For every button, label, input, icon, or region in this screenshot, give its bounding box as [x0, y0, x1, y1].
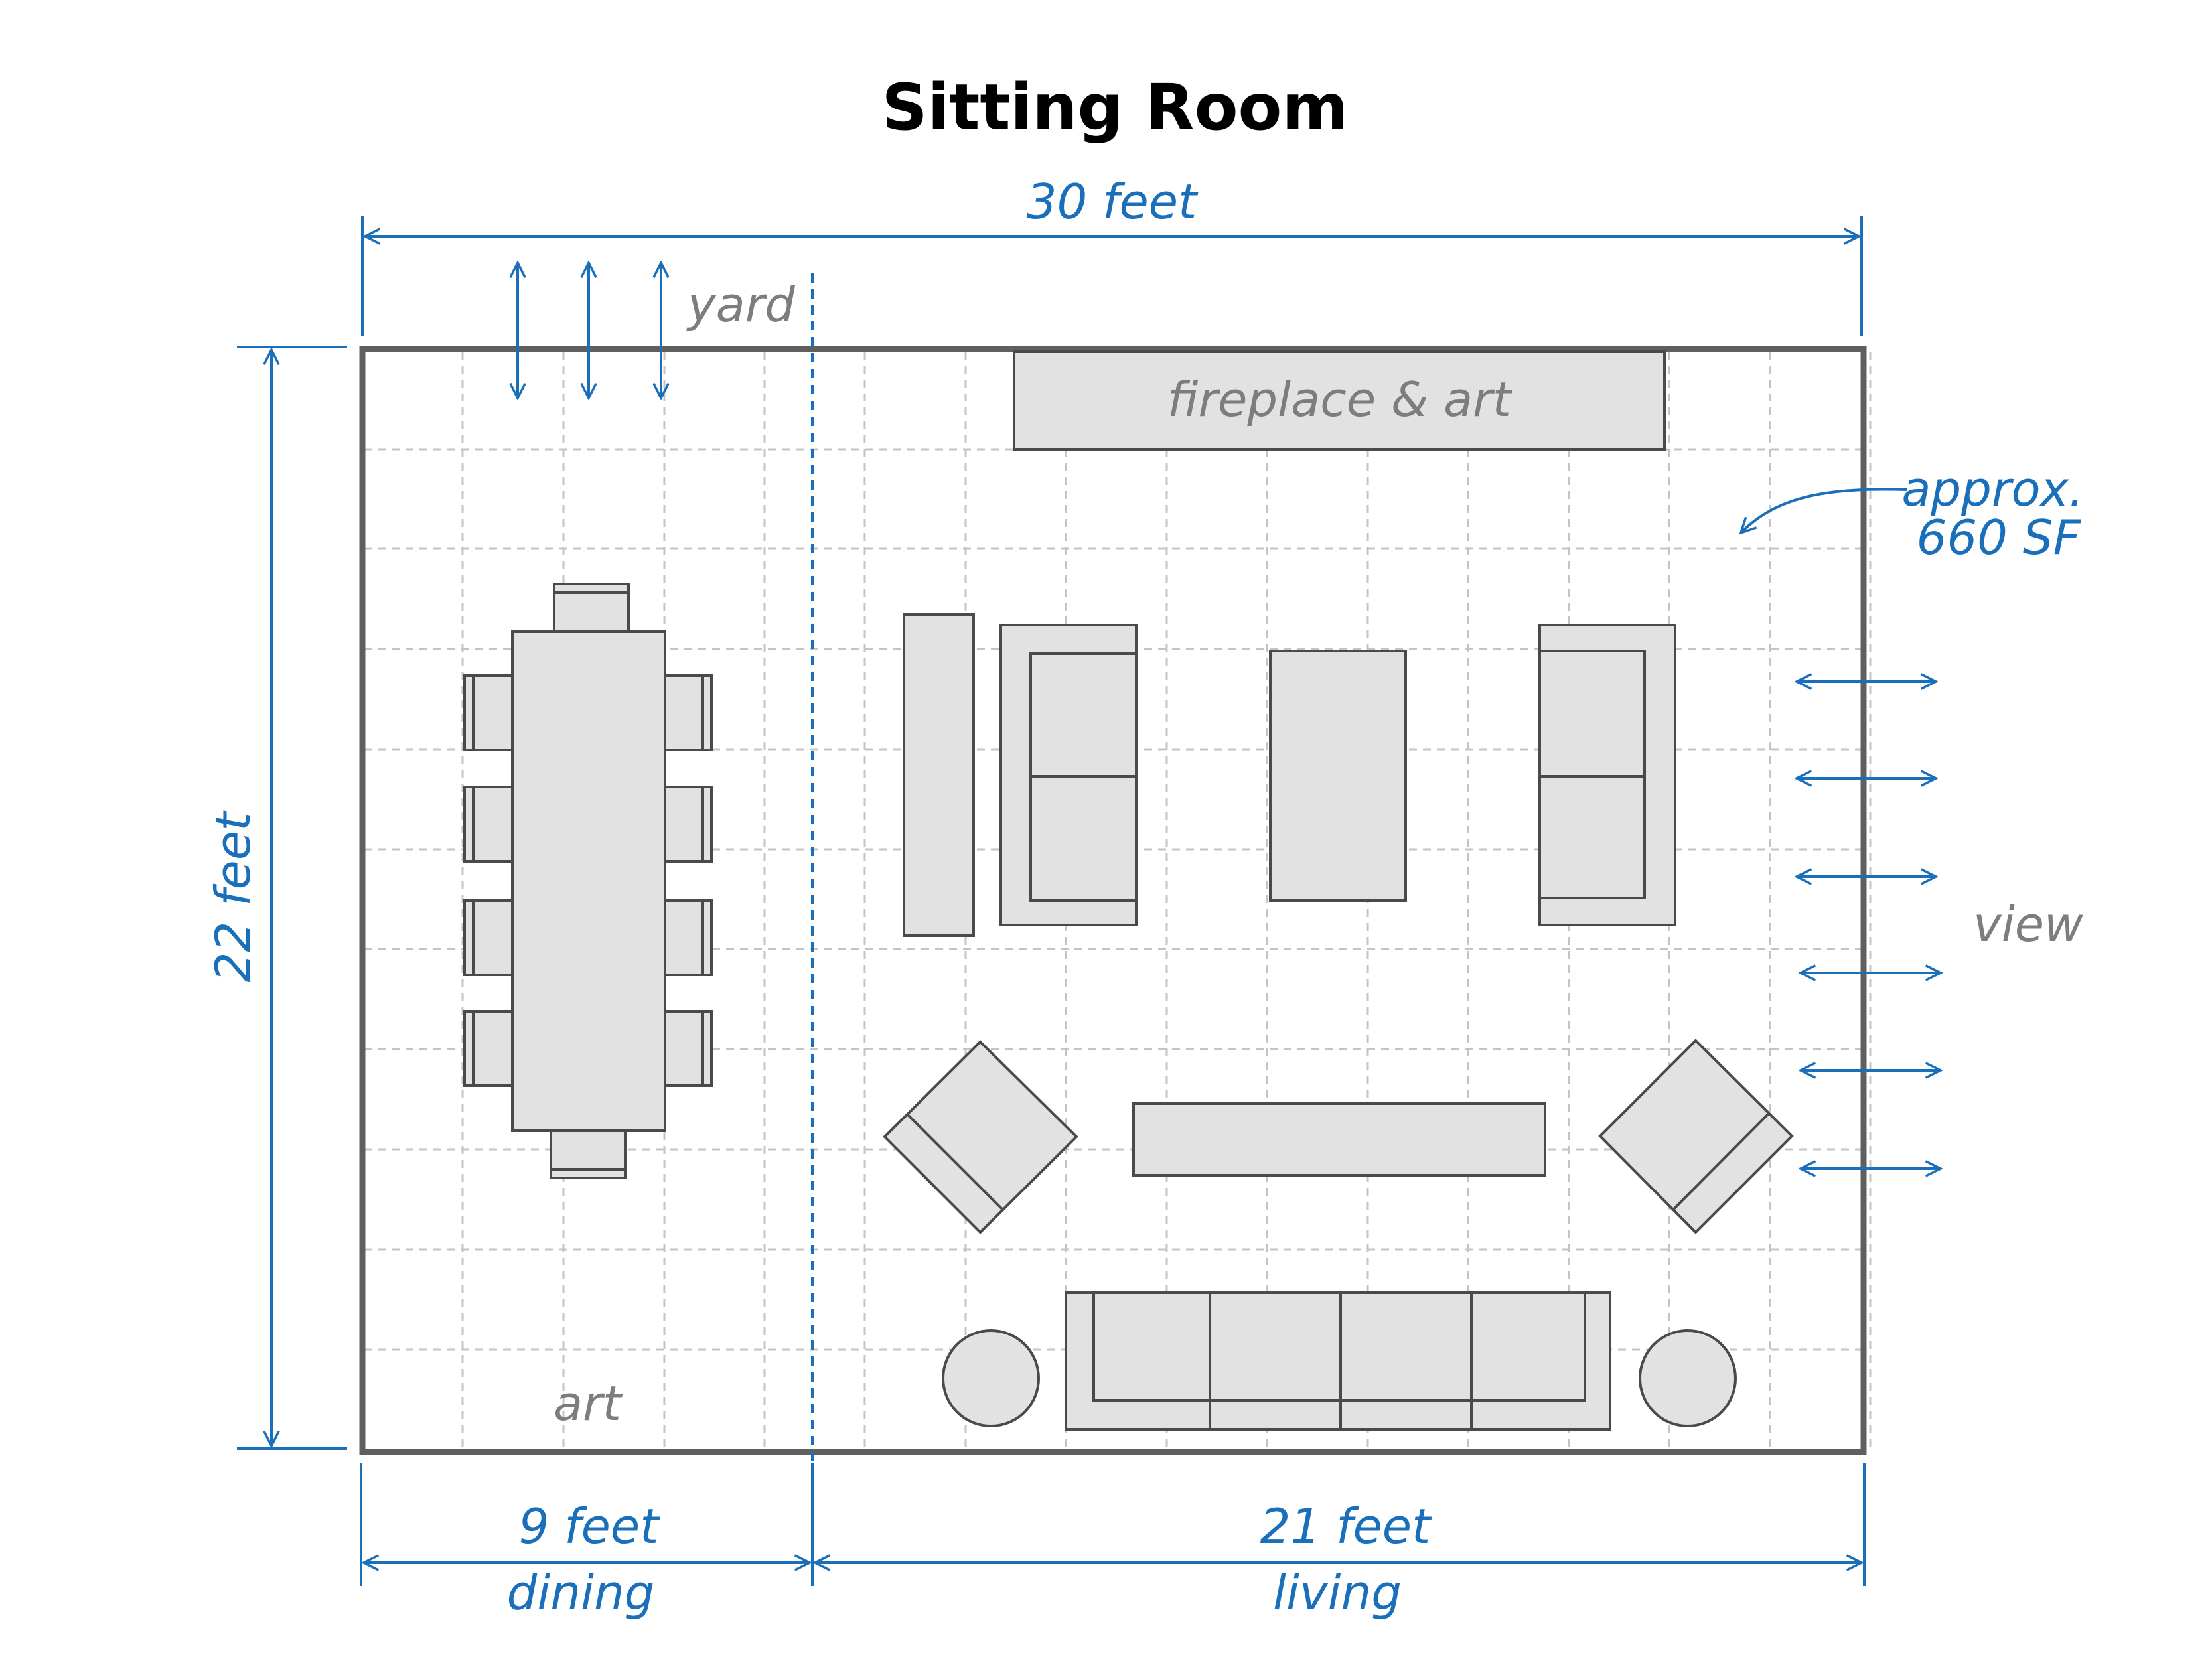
fireplace-label: fireplace & art	[1167, 372, 1513, 427]
loveseat-left	[999, 624, 1138, 926]
dining-width-label: 9 feet	[519, 1498, 661, 1554]
side-table-right	[1639, 1329, 1737, 1427]
dining-chair	[662, 786, 713, 863]
dining-zone-label: dining	[507, 1565, 655, 1621]
total-depth-label: 22 feet	[205, 810, 261, 982]
total-width-label: 30 feet	[1027, 174, 1199, 230]
coffee-table	[1269, 650, 1407, 902]
view-arrows	[1797, 682, 1941, 1169]
dimension-total-depth	[237, 346, 347, 1450]
area-label-line1: approx.	[1901, 461, 2084, 517]
fireplace	[1013, 350, 1666, 451]
bench	[1132, 1102, 1546, 1177]
room-walls	[359, 346, 1867, 1455]
dining-chair	[662, 899, 713, 976]
living-width-label: 21 feet	[1260, 1498, 1432, 1554]
area-label-line2: 660 SF	[1917, 510, 2082, 565]
armchair-right	[1598, 1039, 1794, 1234]
dining-set	[463, 583, 713, 1179]
area-callout-arrow	[1741, 488, 1907, 533]
console-table	[903, 613, 975, 937]
yard-access-arrows	[518, 263, 661, 398]
dining-chair	[662, 674, 713, 751]
dining-table	[511, 630, 666, 1132]
dining-chair	[463, 674, 514, 751]
page-title: Sitting Room	[881, 70, 1348, 145]
dimension-total-width	[361, 216, 1863, 336]
armchair-left	[883, 1040, 1078, 1234]
loveseat-right	[1538, 624, 1676, 926]
dining-chair	[463, 1010, 514, 1087]
dining-chair	[550, 1129, 627, 1179]
dining-chair	[553, 583, 630, 633]
dimension-zones	[360, 1463, 1866, 1586]
side-table-left	[942, 1329, 1040, 1427]
art-label: art	[553, 1376, 623, 1431]
view-label: view	[1973, 897, 2083, 952]
yard-label: yard	[686, 277, 796, 332]
dining-chair	[463, 786, 514, 863]
dining-chair	[463, 899, 514, 976]
living-zone-label: living	[1273, 1565, 1402, 1621]
dining-chair	[662, 1010, 713, 1087]
sofa	[1065, 1291, 1611, 1431]
